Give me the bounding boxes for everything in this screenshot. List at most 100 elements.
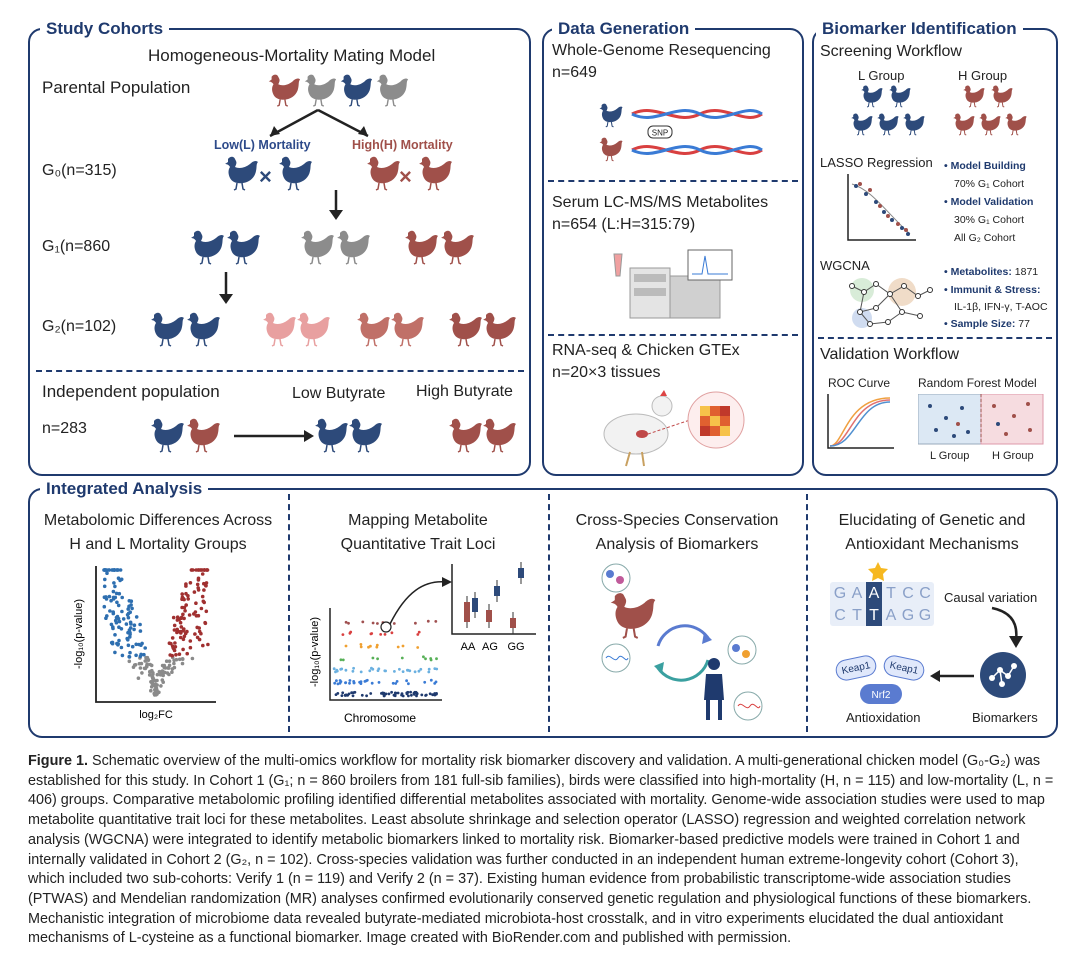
volcano-point [193,632,197,636]
volcano-point [175,615,180,619]
manhattan-point [401,694,405,698]
high-butyrate-label: High Butyrate [416,383,513,400]
volcano-point [181,637,186,642]
volcano-point [201,643,205,648]
manhattan-point [422,655,425,659]
volcano-point [109,598,113,603]
volcano-point [150,679,155,684]
p2-title-1: Mapping Metabolite [348,512,488,529]
volcano-point [132,623,137,627]
model-validation-label: Model Validation [950,196,1034,208]
g0-high-hens [366,155,453,191]
volcano-point [129,603,133,607]
biomarkers-label: Biomarkers [972,710,1038,725]
volcano-point [199,631,203,636]
manhattan-point [410,693,413,697]
manhattan-point [371,656,375,660]
volcano-point [104,595,108,599]
rf-label: Random Forest Model [918,376,1037,390]
manhattan-point [341,658,345,662]
manhattan-point [377,667,381,671]
manhattan-point [341,691,345,695]
immunit-value: IL-1β, IFN-γ, T-AOC [954,301,1048,313]
manhattan-point [431,693,434,697]
manhattan-point [352,681,356,685]
manhattan-plot: -log₁₀(p-value) Chromosome AA AG GG [309,562,536,725]
manhattan-point [361,620,365,624]
volcano-point [196,588,201,592]
volcano-point [117,619,122,624]
nrf2-label: Nrf2 [872,690,891,701]
dna-letter: A [869,585,880,602]
manhattan-point [416,633,420,636]
volcano-point [202,600,206,605]
manhattan-point [415,694,418,698]
manhattan-point [392,622,396,625]
volcano-point [155,692,159,696]
manhattan-point [391,681,395,685]
volcano-point [128,610,132,614]
box-plot-box [494,586,500,596]
volcano-point [191,568,195,572]
manhattan-point [339,658,343,662]
manhattan-point [434,620,438,623]
dg-divider-2 [548,334,798,336]
wgs-label: Whole-Genome Resequencing [552,42,771,59]
manhattan-point [433,667,437,670]
dna-letter: G [902,607,914,624]
volcano-point [161,673,165,678]
manhattan-point [353,690,357,694]
box-plot-box [518,568,524,578]
manhattan-point [427,667,431,671]
volcano-point [107,568,111,572]
manhattan-point [336,692,340,695]
all-g2-label: All G₂ Cohort [954,232,1016,244]
volcano-point [134,642,138,647]
volcano-point [200,572,205,576]
volcano-point [127,659,132,664]
manhattan-point [352,666,355,670]
manhattan-point [433,682,437,685]
manhattan-point [419,667,423,671]
manhattan-point [369,644,372,648]
volcano-point [186,594,190,598]
figure-label: Figure 1. [28,753,88,769]
manhattan-point [424,657,427,661]
volcano-point [188,581,193,585]
volcano-point [116,603,121,608]
box-plot-box [464,602,470,622]
volcano-point [181,612,185,617]
serum-label: Serum LC-MS/MS Metabolites [552,194,769,211]
volcano-point [137,661,142,666]
volcano-point [188,639,193,643]
volcano-point [115,600,119,605]
volcano-point [190,656,195,661]
rnaseq-label: RNA-seq & Chicken GTEx [552,342,740,359]
random-forest-plot [918,394,1044,445]
volcano-point [155,688,159,693]
volcano-point [204,584,208,588]
manhattan-point [341,633,345,636]
volcano-point [115,641,119,646]
volcano-point [172,623,177,628]
volcano-point [120,609,124,614]
manhattan-point [407,682,410,686]
volcano-point [182,616,186,621]
manhattan-point [335,679,338,683]
model-building-label: Model Building [950,160,1026,172]
g2-label: G₂(n=102) [42,318,117,335]
volcano-point [136,676,141,680]
rf-h-group: H Group [992,450,1034,462]
volcano-xlabel: log₂FC [139,709,173,721]
parental-hens [268,73,409,107]
integrated-analysis-panel [28,488,1058,738]
manhattan-point [413,670,417,674]
volcano-point [143,666,148,671]
dna-snp-illustration: SNP [598,103,763,162]
manhattan-point [376,657,379,661]
manhattan-point [358,680,361,684]
volcano-point [178,635,183,640]
wgs-n: n=649 [552,64,597,81]
volcano-point [119,577,124,582]
